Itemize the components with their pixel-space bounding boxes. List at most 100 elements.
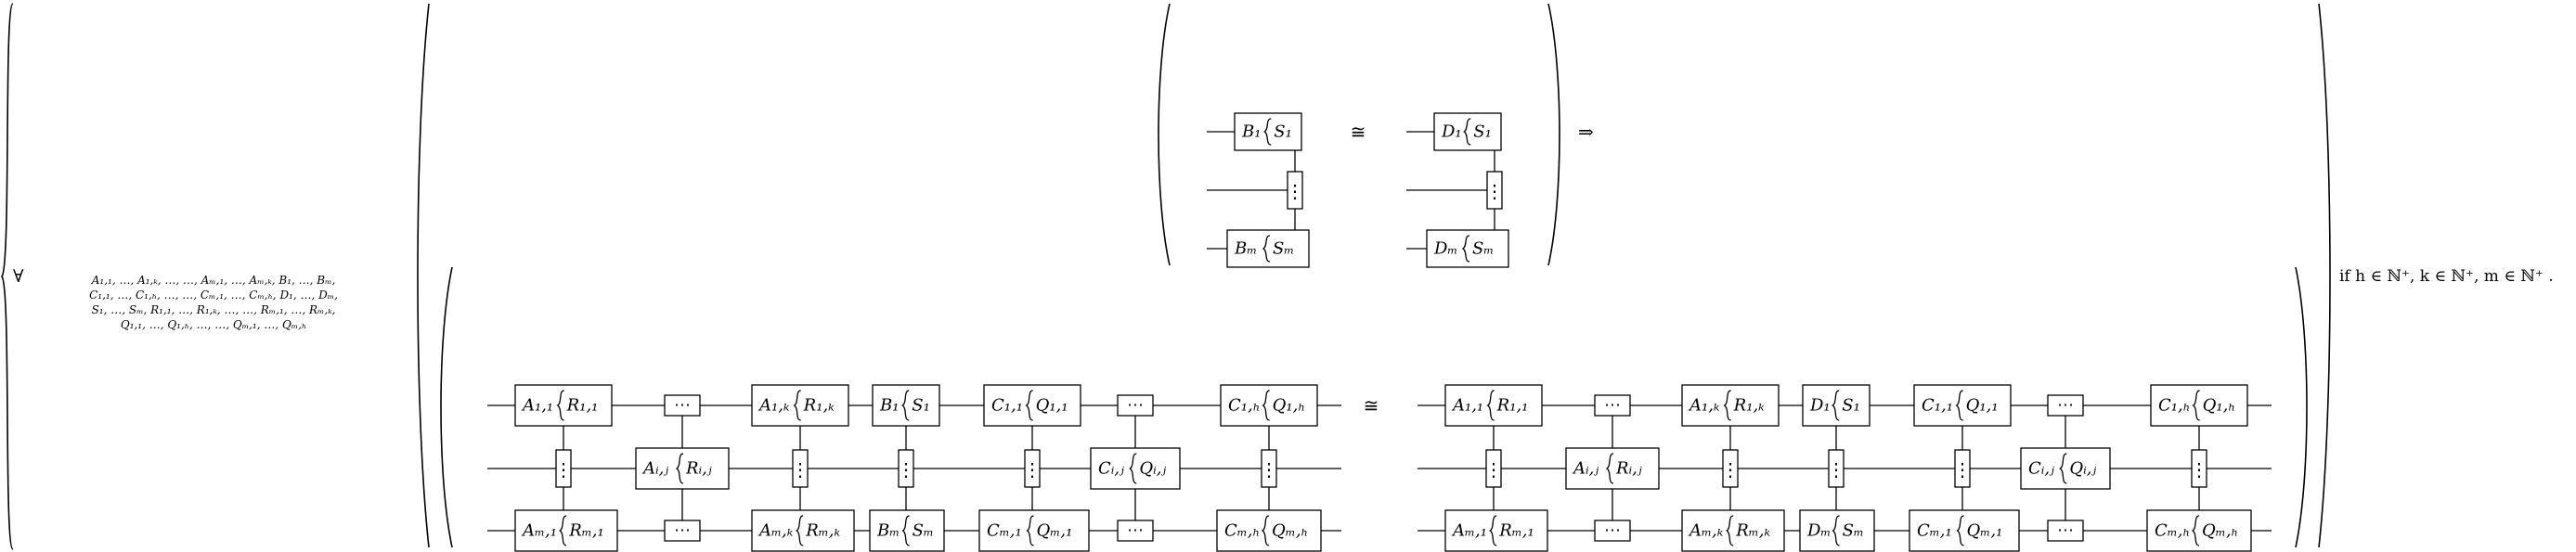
brace-symbol: [901, 515, 910, 546]
conclusion-iso-symbol: ≅: [1364, 394, 1379, 417]
vdots-box-frame: [1954, 449, 1971, 488]
gate-bottom-cmh: Cₘ,ₕ Qₘ,ₕ: [1216, 509, 1322, 552]
vdots-mid-5: ⋮: [1260, 449, 1278, 488]
brace-symbol: [1955, 390, 1963, 421]
vdots-box-frame: [555, 449, 572, 488]
gate-tag: Rₘ,ₖ: [1735, 521, 1770, 541]
gate-box: [978, 509, 1090, 552]
forall-symbol: ∀: [13, 266, 24, 287]
gate-label: Aᵢ,ⱼ: [1572, 459, 1599, 479]
implies-symbol: ⇒: [1578, 121, 1594, 143]
brace-symbol: [1486, 390, 1495, 421]
gate-tag: Qₘ,₁: [1037, 521, 1073, 541]
gate-box: [1913, 384, 2012, 427]
vdots-mid-5: ⋮: [2190, 449, 2208, 488]
vdots-symbol: ⋮: [1485, 180, 1504, 202]
vdots-box-frame: [1722, 449, 1739, 488]
conclusion-left-paren: [440, 266, 453, 548]
gate-tag: R₁,ₖ: [1733, 396, 1765, 416]
vdots-mid-4: ⋮: [1953, 449, 1972, 488]
premise-vdots: ⋮: [1485, 171, 1504, 210]
gate-label: C₁,₁: [1922, 396, 1953, 416]
outer-right-paren: [2318, 3, 2331, 548]
gate-tag: Rᵢ,ⱼ: [685, 459, 712, 479]
vdots-box-frame: [2191, 449, 2207, 488]
brace-symbol: [2059, 453, 2067, 484]
gate-label: Cₘ,ₕ: [1224, 521, 1260, 541]
hdots-box-frame: [2047, 520, 2084, 542]
brace-symbol: [1261, 515, 1270, 546]
gate-label: Bₘ: [876, 521, 900, 541]
hdots-symbol: ⋯: [1604, 396, 1621, 416]
brace-symbol: [1461, 235, 1470, 263]
hdots-bottom-1: ⋯: [1594, 520, 1631, 542]
gate-tag: Rᵢ,ⱼ: [1615, 459, 1642, 479]
vdots-box-frame: [1485, 449, 1502, 488]
premise-right-paren: [1547, 3, 1560, 266]
gate-box: [1090, 447, 1181, 490]
gate-tag: Sₘ: [1843, 521, 1864, 541]
gate-tag: R₁,₁: [566, 396, 599, 416]
variables-line-3: S₁, …, Sₘ, R₁,₁, …, R₁,ₖ, …, …, Rₘ,₁, …,…: [92, 303, 336, 316]
outer-left-brace: [0, 3, 14, 550]
vdots-symbol: ⋮: [1953, 458, 1972, 481]
brace-symbol: [793, 390, 801, 421]
vdots-box-frame: [1486, 171, 1503, 210]
gate-tag: Rₘ,ₖ: [805, 521, 840, 541]
gate-tag: S₁: [1842, 396, 1860, 416]
gate-label: Cₘ,ₕ: [2155, 521, 2190, 541]
gate-box: [2150, 384, 2248, 427]
gate-label: C₁,₁: [991, 396, 1023, 416]
vdots-mid-3: ⋮: [897, 449, 915, 488]
outer-left-paren: [417, 3, 430, 548]
vdots-box-frame: [1024, 449, 1041, 488]
brace-symbol: [1026, 515, 1034, 546]
gate-box: [1681, 384, 1780, 427]
vdots-symbol: ⋮: [897, 458, 915, 481]
vdots-symbol: ⋮: [1827, 458, 1845, 481]
vdots-box-frame: [1261, 449, 1277, 488]
vdots-mid-1: ⋮: [554, 449, 573, 488]
brace-symbol: [1129, 453, 1137, 484]
variables-line-1: A₁,₁, …, A₁,ₖ, …, …, Aₘ,₁, …, Aₘ,ₖ, B₁, …: [91, 274, 336, 287]
brace-symbol: [1832, 515, 1840, 546]
hdots-box-frame: [2047, 394, 2084, 417]
hdots-symbol: ⋯: [674, 521, 691, 541]
brace-symbol: [1831, 390, 1840, 421]
gate-label: Aₘ,ₖ: [757, 521, 794, 541]
variables-line-2: C₁,₁, …, C₁,ₕ, …, …, Cₘ,₁, …, Cₘ,ₕ, D₁, …: [89, 289, 338, 302]
vdots-mid-3: ⋮: [1827, 449, 1845, 488]
gate-label: Cₘ,₁: [1917, 521, 1952, 541]
gate-box: [1433, 112, 1502, 151]
hdots-box-frame: [1594, 520, 1631, 542]
brace-symbol: [1262, 390, 1270, 421]
premise-vdots: ⋮: [1286, 171, 1304, 210]
gate-box: [1444, 509, 1548, 552]
vdots-box-frame: [1287, 171, 1303, 210]
gate-tag: Qₘ,ₕ: [2202, 521, 2238, 541]
gate-box: [2020, 447, 2111, 490]
gate-bottom-amk: Aₘ,ₖ Rₘ,ₖ: [751, 509, 855, 552]
gate-tag: S₁: [912, 396, 930, 416]
variables-line-4: Q₁,₁, …, Q₁,ₕ, …, …, Qₘ,₁, …, Qₘ,ₕ: [121, 318, 306, 331]
gate-label: A₁,₁: [521, 396, 553, 416]
gate-tag: Qₘ,ₕ: [1272, 521, 1308, 541]
gate-label: A₁,₁: [1451, 396, 1483, 416]
brace-symbol: [556, 390, 564, 421]
gate-label: Aₘ,₁: [1451, 521, 1487, 541]
vdots-mid-2: ⋮: [791, 449, 809, 488]
